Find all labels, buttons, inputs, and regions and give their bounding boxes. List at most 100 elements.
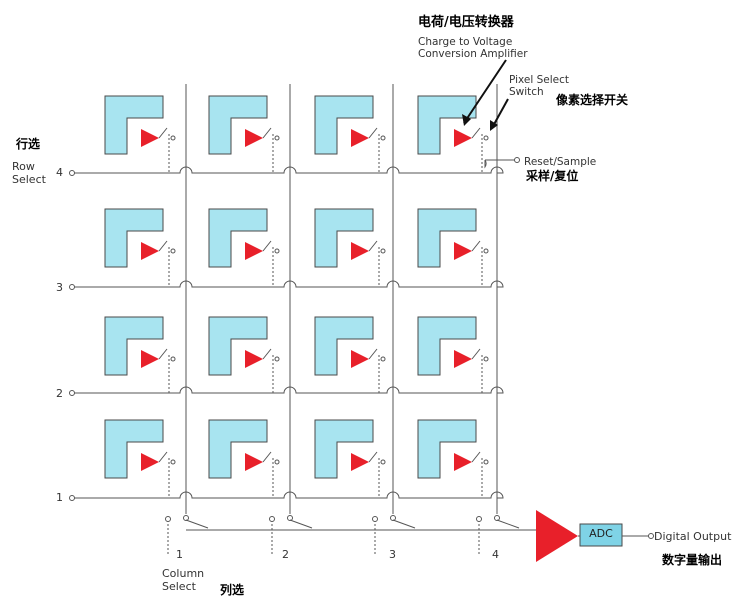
amplifier-r2-c2: [245, 350, 263, 368]
pixel-switch-node-r1-c3: [380, 459, 386, 465]
pixel-switch-r4-c2: [262, 127, 272, 139]
photodiode-r2-c1: [104, 316, 164, 376]
amplifier-r4-c2: [245, 129, 263, 147]
pixel-switch-node-r3-c3: [380, 248, 386, 254]
reset-sample-line: [484, 159, 516, 169]
pixel-switch-r4-c1: [158, 127, 168, 139]
photodiode-r3-c1: [104, 208, 164, 268]
photodiode-r2-c4: [417, 316, 477, 376]
pixel-switch-node-r4-c2: [274, 135, 280, 141]
pixel-select-label-cn: 像素选择开关: [556, 93, 629, 107]
pixel-switch-r3-c2: [262, 240, 272, 252]
pixel-switch-r4-c3: [368, 127, 378, 139]
pixel-switch-r2-c3: [368, 348, 378, 360]
row-number-1: 1: [56, 491, 63, 504]
amplifier-r4-c4: [454, 129, 472, 147]
column-select-label-cn: 列选: [220, 583, 245, 597]
amplifier-pointer-arrow: [463, 59, 507, 124]
row-number-2: 2: [56, 387, 63, 400]
row-terminal-3: [69, 284, 75, 290]
amplifier-r3-c3: [351, 242, 369, 260]
pixel-switch-r1-c1: [158, 451, 168, 463]
pixel-switch-node-r4-c4: [483, 135, 489, 141]
amplifier-r2-c3: [351, 350, 369, 368]
pixel-switch-r3-c4: [471, 240, 481, 252]
column-switch-2: [289, 519, 313, 529]
photodiode-r2-c2: [208, 316, 268, 376]
output-amplifier: [536, 510, 578, 562]
pixel-switch-node-r2-c2: [274, 356, 280, 362]
pixel-select-label-en: Pixel Select Switch: [509, 74, 570, 98]
photodiode-r3-c4: [417, 208, 477, 268]
row-terminal-4: [69, 170, 75, 176]
row-select-line-4: [72, 166, 504, 174]
photodiode-r4-c1: [104, 95, 164, 155]
pixel-switch-r3-c1: [158, 240, 168, 252]
amplifier-r4-c1: [141, 129, 159, 147]
amplifier-r2-c1: [141, 350, 159, 368]
photodiode-r3-c3: [314, 208, 374, 268]
digital-output-terminal: [648, 533, 654, 539]
row-number-4: 4: [56, 166, 63, 179]
column-number-1: 1: [176, 548, 183, 561]
pixel-switch-node-r4-c3: [380, 135, 386, 141]
adc-box: [579, 523, 623, 547]
photodiode-r1-c2: [208, 419, 268, 479]
row-number-3: 3: [56, 281, 63, 294]
pixel-switch-r2-c4: [471, 348, 481, 360]
pixel-switch-r3-c3: [368, 240, 378, 252]
row-terminal-1: [69, 495, 75, 501]
pixel-switch-node-r1-c4: [483, 459, 489, 465]
column-select-terminal-3: [372, 516, 378, 522]
amplifier-r1-c4: [454, 453, 472, 471]
pixel-switch-node-r3-c4: [483, 248, 489, 254]
reset-sample-label-cn: 采样/复位: [526, 169, 579, 183]
amplifier-pointer-arrowhead: [462, 114, 471, 126]
column-number-3: 3: [389, 548, 396, 561]
row-select-label-cn: 行选: [16, 137, 41, 151]
amplifier-r3-c2: [245, 242, 263, 260]
row-terminal-2: [69, 390, 75, 396]
column-switch-node-4: [494, 515, 500, 521]
row-select-line-2: [72, 386, 504, 394]
column-select-terminal-1: [165, 516, 171, 522]
reset-sample-label-en: Reset/Sample: [524, 156, 597, 168]
digital-output-label-en: Digital Output: [654, 530, 732, 543]
pixel-switch-r4-c4: [471, 127, 481, 139]
pixel-switch-node-r3-c2: [274, 248, 280, 254]
amplifier-r1-c3: [351, 453, 369, 471]
pixel-select-pointer-arrowhead: [490, 120, 498, 131]
column-select-label-en: Column Select: [162, 567, 205, 593]
amplifier-r1-c2: [245, 453, 263, 471]
pixel-switch-r1-c4: [471, 451, 481, 463]
photodiode-r4-c4: [417, 95, 477, 155]
photodiode-r2-c3: [314, 316, 374, 376]
column-switch-node-3: [390, 515, 396, 521]
digital-output-label-cn: 数字量输出: [662, 553, 723, 567]
row-select-line-3: [72, 280, 504, 288]
column-number-4: 4: [492, 548, 499, 561]
column-switch-3: [392, 519, 416, 529]
row-select-label-en: Row Select: [12, 160, 46, 186]
pixel-switch-r2-c2: [262, 348, 272, 360]
column-number-2: 2: [282, 548, 289, 561]
amplifier-label-cn: 电荷/电压转换器: [418, 15, 514, 30]
amplifier-r3-c1: [141, 242, 159, 260]
photodiode-r1-c1: [104, 419, 164, 479]
pixel-switch-node-r1-c2: [274, 459, 280, 465]
pixel-switch-node-r2-c1: [170, 356, 176, 362]
row-select-line-1: [72, 491, 504, 499]
pixel-switch-node-r3-c1: [170, 248, 176, 254]
photodiode-r1-c3: [314, 419, 374, 479]
photodiode-r4-c3: [314, 95, 374, 155]
photodiode-r3-c2: [208, 208, 268, 268]
photodiode-r1-c4: [417, 419, 477, 479]
pixel-switch-r1-c2: [262, 451, 272, 463]
pixel-switch-r2-c1: [158, 348, 168, 360]
amplifier-r1-c1: [141, 453, 159, 471]
amplifier-r4-c3: [351, 129, 369, 147]
column-select-terminal-4: [476, 516, 482, 522]
column-switch-1: [185, 519, 209, 529]
